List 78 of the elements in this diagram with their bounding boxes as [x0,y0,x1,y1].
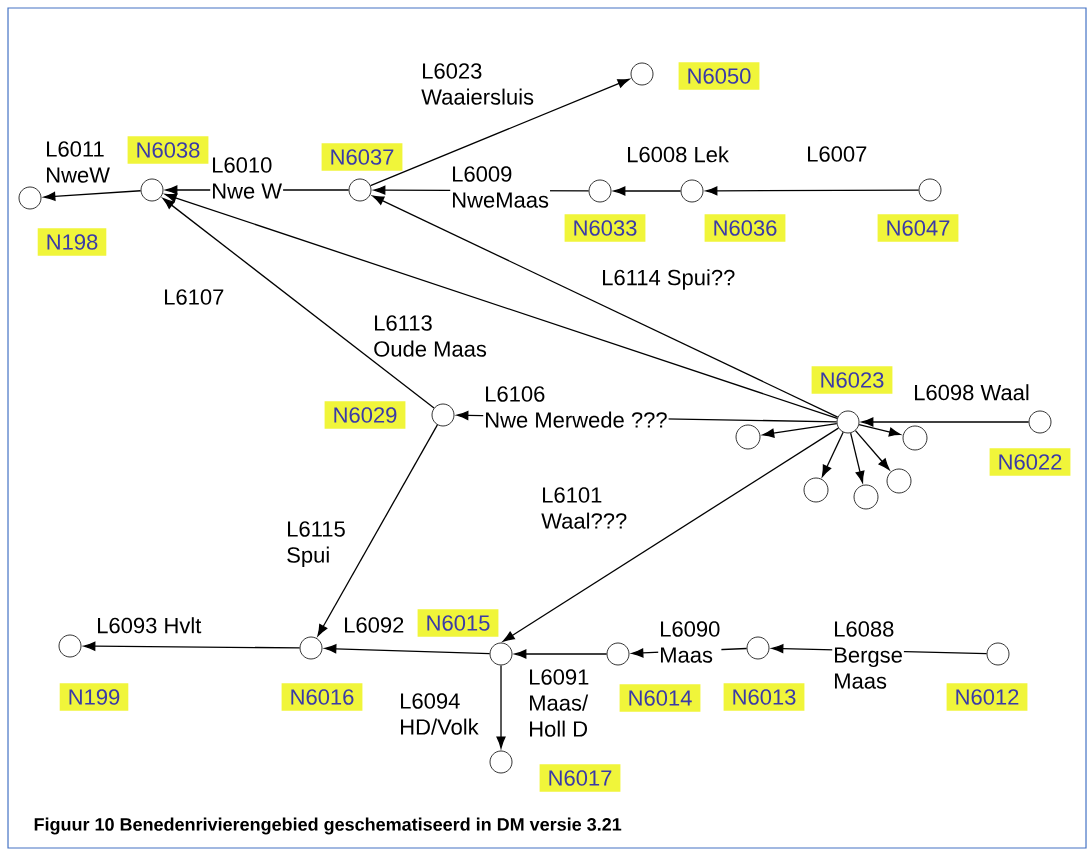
node-label: N6017 [539,764,621,792]
arrow [372,195,839,418]
node-circle [489,750,513,774]
node-label: N6014 [619,684,701,712]
node-label: N199 [59,683,129,711]
edge-label: L6008 Lek [625,145,730,164]
node-circle [986,642,1010,666]
node-label: N198 [37,228,107,256]
arrow [369,78,630,187]
node-label: N6036 [704,214,786,242]
arrow [821,431,844,477]
node-label: N6016 [281,683,363,711]
edge-label: L6090 Maas [658,620,722,664]
arrow [514,649,608,659]
arrow [317,424,439,637]
caption: Figuur 10 Benedenrivierengebied geschematiseerd in DM versie 3.21 [34,817,622,835]
node-circle [431,403,455,427]
edge-label: L6101 Waal??? [540,486,629,530]
node-circle [886,468,912,494]
arrow [850,432,865,483]
edge-label: L6007 [805,145,869,163]
node-circle [902,425,928,451]
arrow [762,423,838,438]
arrow [705,186,920,196]
edge-label: L6088 Bergse Maas [832,620,904,690]
node-circle [735,424,761,450]
node-label: N6023 [811,366,893,394]
node-circle [803,477,829,503]
arrow [613,186,682,196]
node-label: N6022 [989,448,1071,476]
edge-label: L6011 NweW [44,140,111,184]
arrow [162,198,435,409]
arrow [854,429,890,471]
node-circle [836,410,860,434]
edge-label: L6023 Waaiersluis [420,62,536,106]
node-circle [58,634,82,658]
node-label: N6050 [678,62,760,90]
node-label: N6038 [127,136,209,164]
edge-label: L6106 Nwe Merwede ??? [483,385,669,429]
node-circle [18,186,42,210]
edge-label: L6009 NweMaas [450,165,550,209]
node-circle [140,178,164,202]
arrow [164,193,838,420]
node-label: N6029 [324,401,406,429]
node-circle [588,179,612,203]
edge-label: L6092 [342,616,406,634]
node-circle [348,178,372,202]
edge-label: L6115 Spui [285,520,347,569]
node-label: N6013 [723,683,805,711]
arrow [861,417,1030,427]
node-circle [299,636,323,660]
node-circle [746,636,770,660]
node-label: N6047 [877,214,959,242]
edge-label: L6098 Waal [912,383,1031,402]
arrow [83,641,301,651]
node-circle [606,642,630,666]
arrow [324,644,491,655]
node-circle [680,179,704,203]
node-label: N6033 [564,214,646,242]
edge-label: L6114 Spui?? [600,268,737,291]
arrow [502,427,840,642]
edge-label: L6113 Oude Maas [372,314,488,358]
node-label: N6037 [321,143,403,171]
edge-label: L6010 Nwe W [210,156,284,200]
node-label: N6015 [417,609,499,637]
edge-label: L6091 Maas/ Holl D [527,668,591,738]
arrow [496,664,506,749]
node-label: N6012 [946,683,1028,711]
edge-label: L6094 HD/Volk [398,692,480,736]
arrow [43,190,142,201]
node-circle [853,484,879,510]
node-circle [918,178,942,202]
node-circle [1028,410,1052,434]
edge-label: L6107 [162,288,226,306]
node-circle [630,62,654,86]
arrow [858,424,901,437]
node-circle [489,642,513,666]
edge-label: L6093 Hvlt [95,616,203,635]
